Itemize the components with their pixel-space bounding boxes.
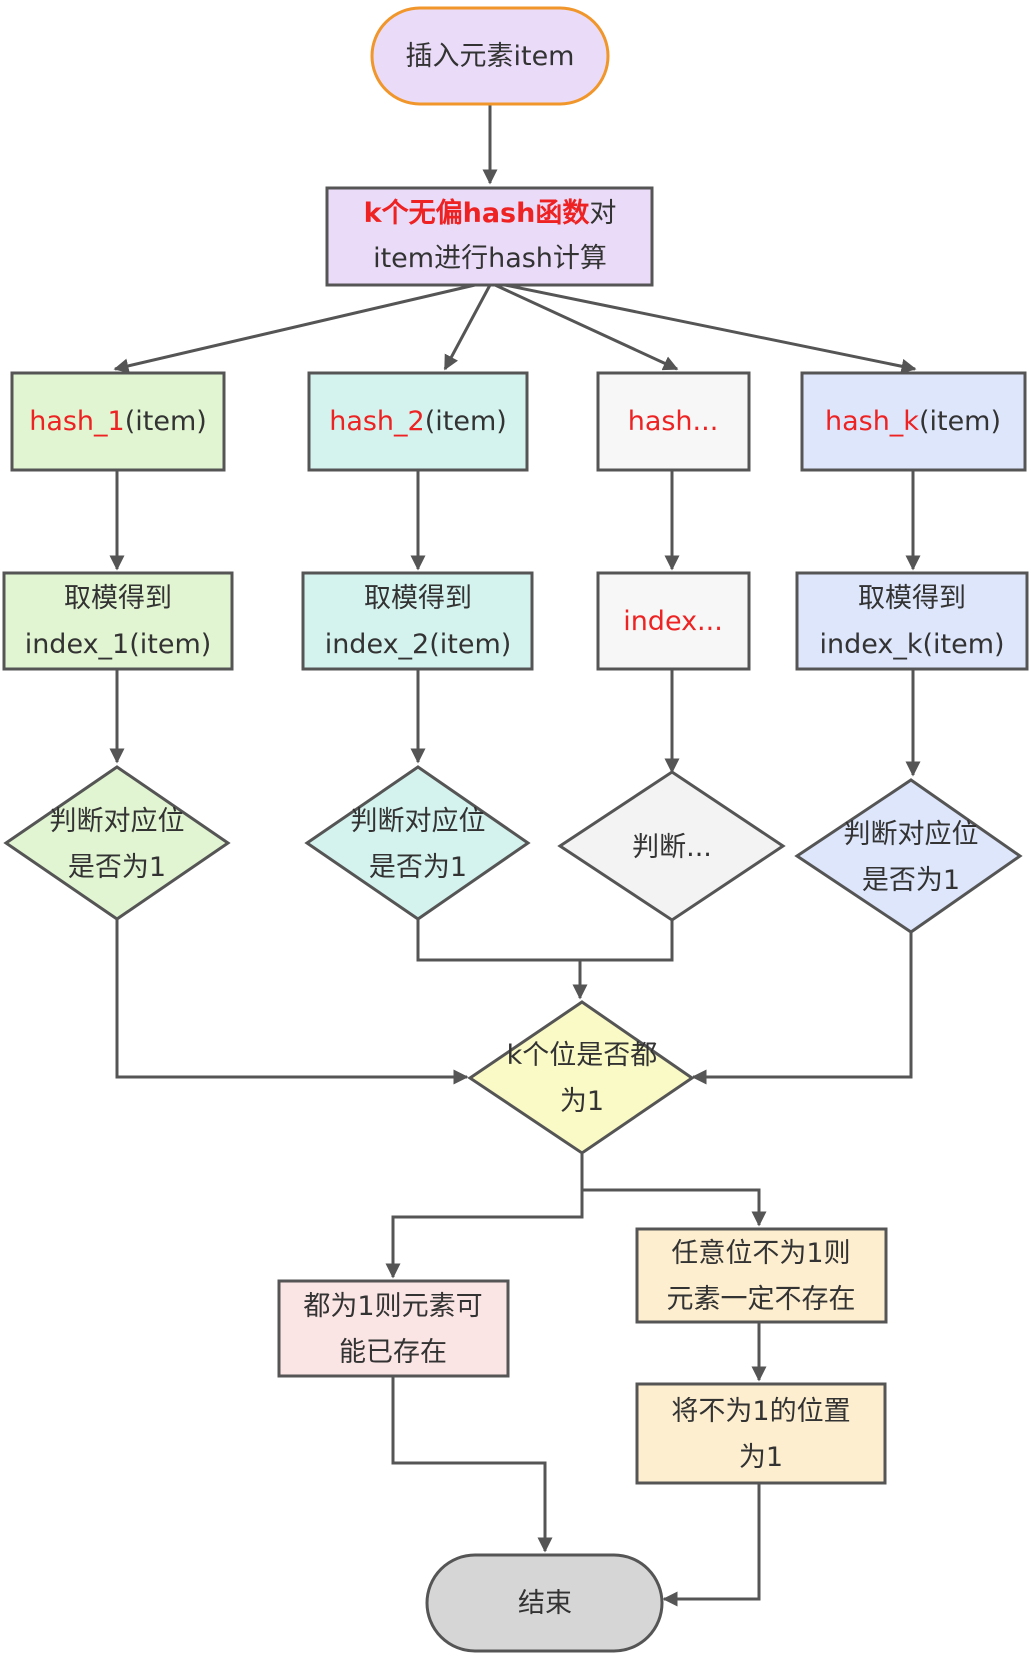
edge-to-hash-2 [443, 284, 492, 371]
hash-2-label: hash_2(item) [329, 406, 507, 437]
maybe-exists-node: 都为1则元素可 能已存在 [277, 1279, 510, 1378]
edge-to-hash-more [494, 283, 679, 371]
edge-check-2-to-all-set [416, 920, 588, 1000]
mod-k-line2: index_k(item) [819, 629, 1004, 660]
all-set-line2: 为1 [560, 1086, 604, 1117]
mod-more-label: index... [623, 606, 723, 637]
mod-2-node: 取模得到 index_2(item) [301, 571, 534, 671]
mod-1-line2: index_1(item) [25, 629, 212, 660]
edge-maybe-exists-to-end [391, 1373, 553, 1553]
end-node: 结束 [425, 1553, 664, 1653]
edge-to-hash-1 [113, 283, 476, 374]
maybe-exists-line1: 都为1则元素可 [303, 1291, 482, 1322]
hash-compute-line1: k个无偏hash函数对 [364, 198, 617, 229]
check-k-line2: 是否为1 [862, 865, 960, 896]
not-exists-node: 任意位不为1则 元素一定不存在 [635, 1227, 888, 1324]
mod-1-node: 取模得到 index_1(item) [2, 571, 234, 671]
hash-compute-line2: item进行hash计算 [373, 243, 607, 274]
edge-all-set-to-maybe-exists [385, 1154, 584, 1279]
set-bits-node: 将不为1的位置 为1 [635, 1382, 887, 1485]
check-more-label: 判断... [632, 832, 712, 863]
edges [109, 105, 921, 1607]
mod-1-line1: 取模得到 [64, 583, 172, 614]
hash-1-node: hash_1(item) [10, 371, 226, 472]
check-1-node: 判断对应位 是否为1 [3, 765, 231, 921]
check-1-line2: 是否为1 [68, 852, 166, 883]
not-exists-line2: 元素一定不存在 [667, 1284, 856, 1315]
mod-2-line2: index_2(item) [325, 629, 512, 660]
edge-check-1-to-all-set [115, 920, 469, 1085]
maybe-exists-line2: 能已存在 [339, 1337, 447, 1368]
edge-check-more-to-all-set [580, 920, 674, 962]
mod-more-node: index... [596, 571, 751, 671]
set-bits-line2: 为1 [739, 1442, 783, 1473]
start-label: 插入元素item [405, 41, 574, 72]
mod-2-line1: 取模得到 [364, 583, 472, 614]
check-more-node: 判断... [557, 770, 786, 922]
check-2-node: 判断对应位 是否为1 [304, 765, 531, 921]
hash-k-node: hash_k(item) [800, 371, 1027, 472]
not-exists-line1: 任意位不为1则 [671, 1238, 850, 1269]
edge-all-set-to-not-exists [582, 1188, 767, 1227]
hash-1-label: hash_1(item) [29, 406, 207, 437]
check-2-line2: 是否为1 [369, 852, 467, 883]
check-k-line1: 判断对应位 [844, 819, 979, 850]
all-set-line1: k个位是否都 [507, 1040, 658, 1071]
check-k-node: 判断对应位 是否为1 [794, 778, 1023, 934]
hash-more-node: hash... [596, 371, 751, 472]
edge-set-bits-to-end [662, 1482, 761, 1607]
start-node: 插入元素item [370, 6, 610, 106]
hash-more-label: hash... [628, 406, 719, 437]
edge-check-k-to-all-set [691, 932, 913, 1085]
set-bits-line1: 将不为1的位置 [671, 1396, 850, 1427]
hash-compute-node: k个无偏hash函数对 item进行hash计算 [325, 186, 654, 287]
hash-compute-rest: 对 [589, 198, 616, 229]
end-label: 结束 [518, 1588, 572, 1619]
check-2-line1: 判断对应位 [351, 806, 486, 837]
hash-2-node: hash_2(item) [307, 371, 529, 472]
hash-compute-highlight: k个无偏hash函数 [364, 198, 591, 229]
mod-k-node: 取模得到 index_k(item) [795, 571, 1029, 671]
edge-to-hash-k [504, 283, 917, 374]
hash-k-label: hash_k(item) [825, 406, 1001, 437]
mod-k-line1: 取模得到 [858, 583, 966, 614]
check-1-line1: 判断对应位 [50, 806, 185, 837]
all-set-node: k个位是否都 为1 [467, 1000, 695, 1155]
